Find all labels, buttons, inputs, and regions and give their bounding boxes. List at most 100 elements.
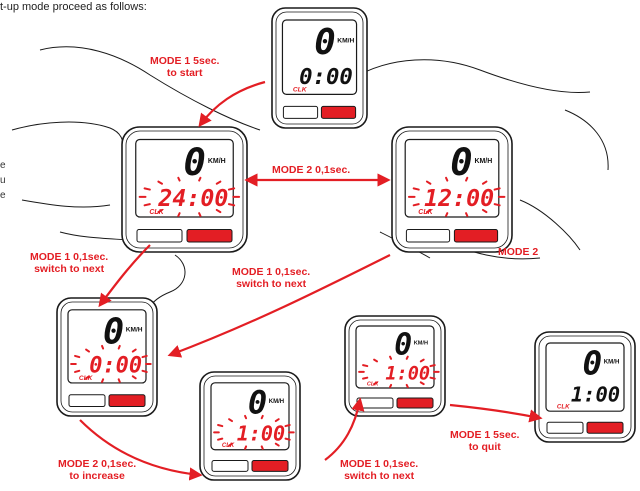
arrow-to-start: [198, 80, 266, 128]
blink-ray: [143, 203, 151, 207]
lcd-screen: [210, 382, 290, 451]
device-rim: [275, 11, 364, 125]
clk-label: CLK: [367, 382, 379, 388]
blink-ray: [101, 378, 105, 383]
mode2-button[interactable]: [251, 460, 289, 472]
mode2-button[interactable]: [453, 229, 499, 243]
blink-ray: [157, 180, 164, 185]
mode1-button[interactable]: [211, 460, 249, 472]
time-value: 24:00: [157, 185, 228, 212]
time-value: 1:00: [385, 363, 430, 384]
blink-ray: [217, 424, 224, 428]
lcd-screen: [355, 325, 435, 389]
label-mode1-next-left: MODE 1 0,1sec. switch to next: [30, 251, 108, 275]
blink-ray: [445, 176, 449, 182]
blink-ray: [117, 344, 121, 350]
blink-ray: [260, 414, 264, 420]
mode2-button[interactable]: [396, 397, 434, 409]
blink-ray: [493, 187, 501, 191]
label-mode1-start-line2: to start: [166, 67, 203, 79]
label-mode2-top: MODE 2 0,1sec.: [272, 164, 350, 176]
mode2-button[interactable]: [108, 394, 146, 408]
mode1-button[interactable]: [405, 229, 451, 243]
blink-ray: [228, 442, 234, 447]
device-rim: [348, 319, 442, 413]
blink-ray: [465, 176, 469, 182]
blink-ray: [141, 354, 148, 359]
unit-label: KM/H: [414, 341, 428, 347]
time-value: 12:00: [424, 185, 494, 212]
blink-ray: [101, 344, 105, 350]
clk-label: CLK: [149, 209, 164, 216]
blink-ray: [284, 437, 291, 441]
label-mode2-increase: MODE 2 0,1sec. to increase: [58, 458, 136, 482]
arrow-mode1-mid: [167, 254, 391, 358]
label-mode1-next-mid-line1: MODE 1 0,1sec.: [232, 266, 311, 278]
label-mode1-next-left-line2: switch to next: [34, 263, 105, 275]
side-text-3: e: [0, 190, 6, 201]
lcd-screen: [67, 309, 147, 384]
mode1-button[interactable]: [282, 105, 319, 119]
blink-ray: [131, 348, 137, 353]
clk-label: CLK: [557, 403, 570, 410]
mode1-button[interactable]: [136, 229, 183, 243]
blink-ray: [131, 375, 137, 380]
label-mode1-start-line1: MODE 1 5sec.: [150, 55, 220, 67]
label-mode1-next-left-line1: MODE 1 0,1sec.: [30, 251, 109, 263]
blink-ray: [419, 358, 425, 363]
blink-ray: [425, 180, 432, 185]
blink-ray: [493, 203, 501, 207]
blink-ray: [227, 203, 236, 207]
blink-ray: [244, 445, 248, 450]
blink-ray: [177, 176, 181, 182]
blink-ray: [85, 375, 91, 380]
label-mode1-next-bottom-line1: MODE 1 0,1sec.: [340, 458, 419, 470]
device-rim: [395, 130, 509, 249]
blink-ray: [362, 364, 369, 368]
arrow-minute: [324, 397, 365, 461]
speed-digit: 0: [314, 22, 336, 63]
label-mode1-next-mid-line2: switch to next: [236, 278, 307, 290]
side-text-2: u: [0, 175, 6, 186]
blink-ray: [244, 414, 248, 420]
mode2-button[interactable]: [320, 105, 357, 119]
speed-digit: 0: [450, 140, 472, 184]
mode1-button[interactable]: [546, 421, 584, 434]
blink-ray: [419, 381, 425, 386]
clk-label: CLK: [418, 209, 433, 216]
lcd-screen: [135, 138, 234, 218]
device-rim: [203, 375, 297, 477]
mode1-button[interactable]: [356, 397, 394, 409]
blink-ray: [215, 208, 222, 214]
mode2-button[interactable]: [186, 229, 233, 243]
blink-ray: [141, 369, 148, 373]
blink-ray: [412, 203, 420, 207]
blink-ray: [389, 383, 393, 389]
label-mode1-next-mid: MODE 1 0,1sec. switch to next: [232, 266, 310, 290]
mode2-button[interactable]: [586, 421, 624, 434]
time-value: 0:00: [299, 64, 353, 90]
blink-ray: [481, 180, 488, 185]
mode1-button[interactable]: [68, 394, 106, 408]
blink-ray: [429, 376, 436, 380]
clk-label: CLK: [293, 86, 308, 93]
blink-ray: [373, 381, 379, 386]
device-rim: [538, 335, 632, 439]
label-mode2-top-line1: MODE 2 0,1sec.: [272, 164, 351, 176]
blink-ray: [481, 208, 488, 214]
blink-ray: [389, 355, 393, 360]
blink-ray: [217, 437, 224, 441]
unit-label: KM/H: [126, 327, 143, 334]
blink-ray: [143, 187, 151, 191]
label-mode1-quit-line2: to quit: [468, 441, 501, 453]
blink-ray: [157, 208, 164, 214]
blink-ray: [228, 418, 234, 423]
blink-ray: [274, 418, 280, 423]
label-mode1-next-bottom: MODE 1 0,1sec. switch to next: [340, 458, 418, 482]
blink-ray: [198, 176, 202, 182]
